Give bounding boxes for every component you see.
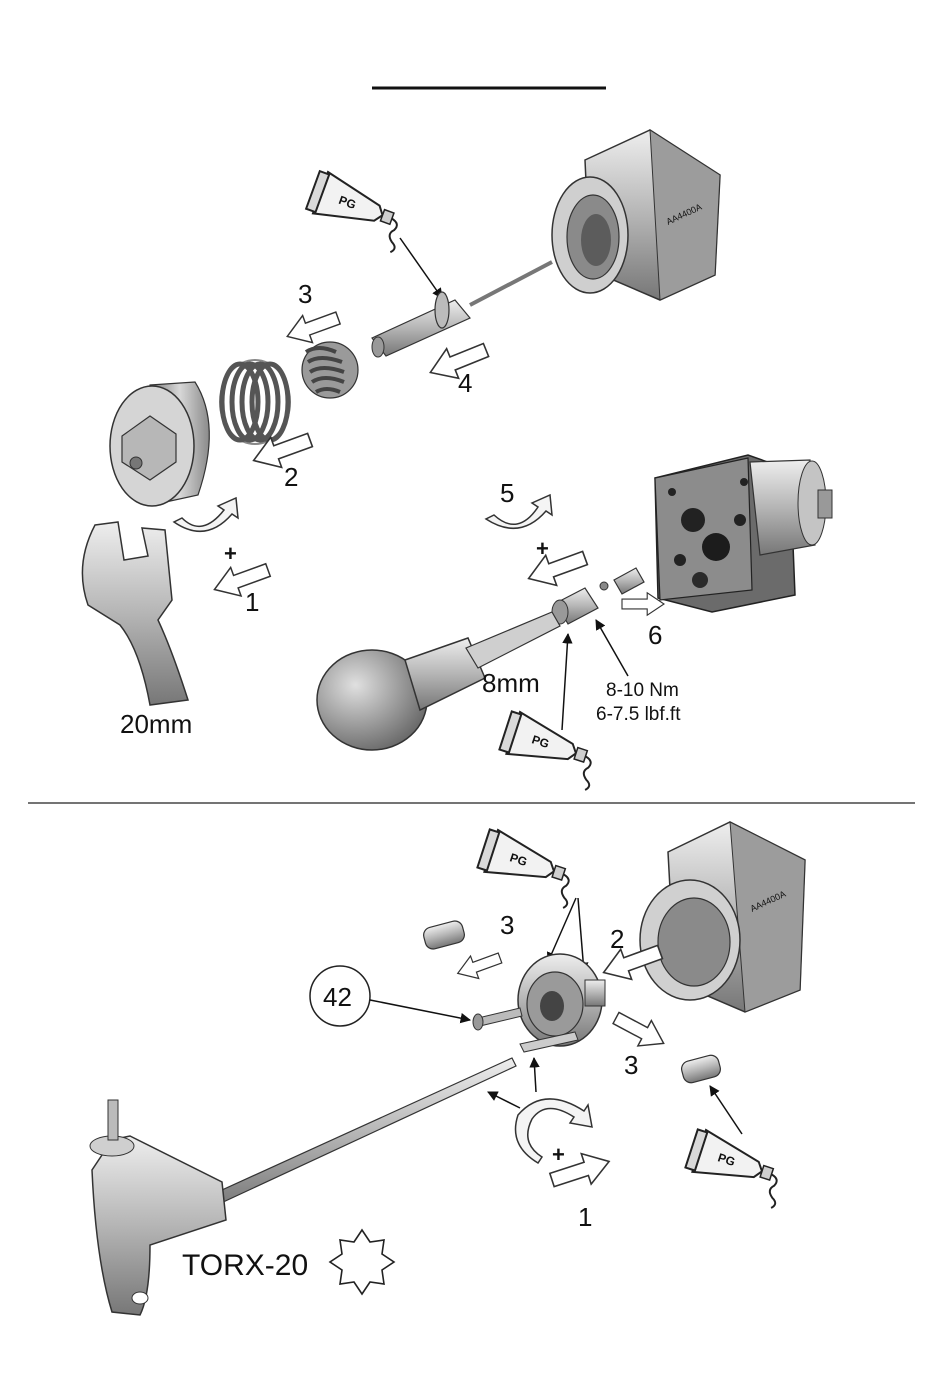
pin-right	[680, 1053, 722, 1084]
part-number-label: 42	[323, 982, 352, 1012]
step-label-4: 4	[458, 368, 472, 398]
curved-rotation-arrow-icon	[174, 498, 238, 531]
grease-pointer	[562, 634, 568, 730]
top-panel: AA4400A PG	[82, 88, 832, 791]
small-spring	[302, 342, 358, 398]
plus-sign: +	[224, 541, 237, 566]
grease-pointer	[548, 898, 576, 962]
torque-lbf-label: 6-7.5 lbf.ft	[596, 704, 681, 725]
grease-pointer	[400, 238, 442, 298]
step-label-3-right: 3	[624, 1050, 638, 1080]
open-arrow-icon	[209, 556, 273, 604]
grease-pointer	[710, 1086, 742, 1134]
step-label-5: 5	[500, 478, 514, 508]
open-arrow-icon	[523, 543, 590, 594]
screw-42	[473, 1008, 522, 1030]
bottom-panel: AA4400A PG 42	[90, 822, 805, 1315]
step-label-1: 1	[245, 587, 259, 617]
valve-stem	[372, 262, 552, 357]
pin-left	[422, 919, 466, 951]
curved-rotation-arrow-icon	[486, 495, 552, 528]
pg-grease-tube-icon: PG	[682, 1128, 791, 1209]
actuator-block	[655, 455, 832, 612]
part-pointer	[370, 1000, 470, 1020]
torx-pointer	[488, 1092, 520, 1108]
step-label-3-left: 3	[500, 910, 514, 940]
torque-nm-label: 8-10 Nm	[606, 680, 679, 701]
torx-star-icon	[330, 1230, 394, 1294]
plus-sign: +	[536, 536, 549, 561]
step-label-3: 3	[298, 279, 312, 309]
plus-sign: +	[552, 1142, 565, 1167]
step-label-2: 2	[284, 462, 298, 492]
torque-pointer	[596, 620, 628, 676]
valve-insert	[552, 568, 644, 624]
open-end-wrench	[82, 522, 188, 705]
open-arrow-icon	[609, 1005, 670, 1056]
pg-grease-tube-icon: PG	[496, 710, 605, 791]
open-arrow-icon	[454, 947, 504, 985]
large-spring	[220, 360, 290, 444]
seat-plate	[518, 954, 605, 1052]
cap-nut	[110, 382, 209, 506]
wrench-size-label: 20mm	[120, 709, 192, 739]
pg-grease-tube-icon: PG	[302, 169, 411, 253]
torx-pointer	[534, 1058, 536, 1092]
step-label-2: 2	[610, 924, 624, 954]
valve-body-cube: AA4400A	[640, 822, 805, 1012]
step-label-6: 6	[648, 620, 662, 650]
pg-grease-tube-icon: PG	[474, 828, 583, 909]
torx-tool-label: TORX-20	[182, 1249, 308, 1282]
driver-size-label: 8mm	[482, 668, 540, 698]
step-label-1: 1	[578, 1202, 592, 1232]
valve-body-cube: AA4400A	[552, 130, 720, 300]
